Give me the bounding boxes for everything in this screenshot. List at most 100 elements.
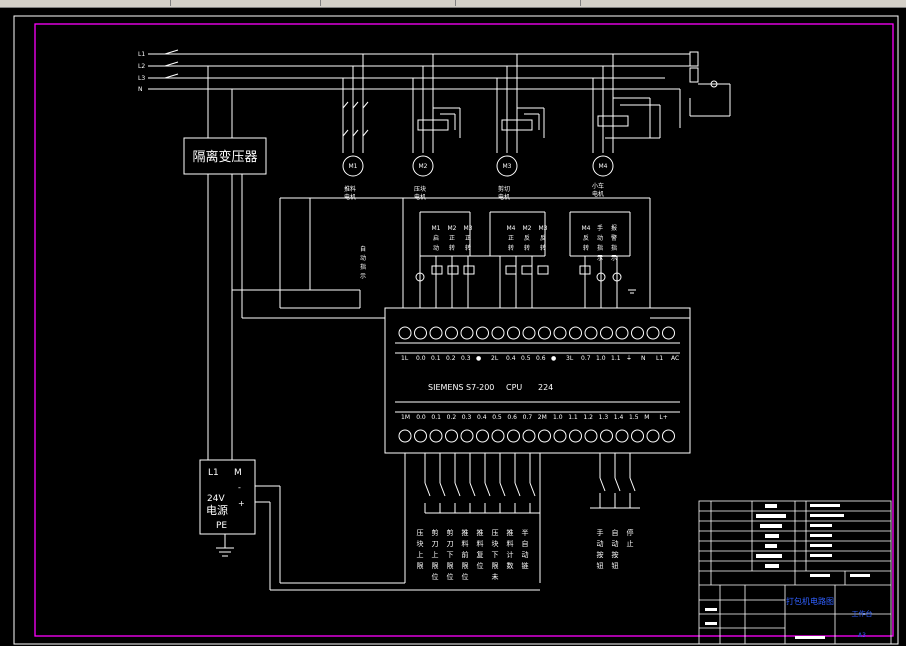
- output-column-char: M2: [523, 225, 532, 232]
- terminal-screw: [615, 429, 629, 443]
- auto-indicator-char: 示: [360, 273, 366, 280]
- input-column-char: 计: [507, 550, 514, 559]
- input-column-char: 限: [432, 561, 439, 570]
- input-column-char: 上: [417, 550, 424, 559]
- input-column-char: 推: [507, 528, 514, 537]
- input-column-char: 压: [492, 529, 499, 537]
- toolbar-segment[interactable]: [455, 0, 581, 6]
- toolbar-segment[interactable]: [170, 0, 321, 6]
- plc-output-terminal-label: 1L: [401, 355, 409, 362]
- output-column-char: 动: [433, 245, 439, 252]
- input-column-char: 料: [477, 539, 484, 548]
- input-column-char: 半: [522, 528, 529, 537]
- toolbar-segment[interactable]: [0, 0, 171, 6]
- terminal-screw: [631, 326, 644, 340]
- input-column-char: 压: [417, 529, 424, 537]
- input-column-char: 按: [597, 550, 604, 559]
- title-block-sheet: A3: [858, 632, 866, 639]
- output-column-char: 正: [465, 235, 471, 242]
- input-column-char: 刀: [447, 540, 454, 548]
- auto-indicator-char: 指: [360, 263, 366, 271]
- plc-output-terminal-label: 1.1: [611, 355, 621, 362]
- motor-label-m1-line2: 电机: [344, 193, 356, 201]
- terminal-screw: [476, 429, 489, 443]
- output-column-char: M2: [448, 225, 457, 232]
- plc-input-terminal-label: 0.0: [416, 414, 426, 421]
- plc-input-terminal-label: 1.5: [629, 414, 639, 421]
- terminal-screw: [507, 429, 520, 443]
- motor-label-m4-line1: 小车: [592, 182, 604, 190]
- output-column-char: 手: [597, 224, 603, 232]
- title-block-drawing-number: 工作台: [852, 609, 873, 618]
- input-column-char: 自: [612, 528, 619, 537]
- plc-input-terminal-label: 1.0: [553, 414, 563, 421]
- input-column-char: 限: [417, 561, 424, 570]
- terminal-screw: [491, 429, 505, 443]
- terminal-screw: [522, 429, 536, 443]
- terminal-screw: [553, 326, 567, 340]
- plc-input-terminal-label: 0.7: [523, 414, 533, 421]
- output-column-char: 指: [611, 244, 617, 252]
- motor-id-m2: M2: [419, 163, 428, 170]
- input-column-char: 钮: [597, 561, 604, 570]
- input-column-char: 推: [462, 528, 469, 537]
- plc-cpu-label: CPU: [506, 383, 522, 392]
- terminal-screw: [646, 326, 660, 340]
- terminal-screw: [491, 326, 505, 340]
- motor-label-m1-line1: 推料: [344, 185, 356, 193]
- output-column-char: M3: [539, 225, 548, 232]
- plc-output-terminal-label: 3L: [566, 355, 574, 362]
- plc-output-terminal-label: 0.7: [581, 355, 591, 362]
- output-column-char: 正: [449, 235, 455, 242]
- terminal-screw: [522, 326, 536, 340]
- terminal-screw: [398, 429, 412, 443]
- psu-name-label: 电源: [206, 503, 228, 517]
- input-column-char: 前: [462, 550, 469, 559]
- terminal-screw: [662, 326, 675, 340]
- terminal-screw: [445, 429, 458, 443]
- motor-label-m2-line1: 压块: [414, 185, 426, 193]
- toolbar-segment[interactable]: [320, 0, 456, 6]
- input-column-char: 上: [432, 550, 439, 559]
- output-column-char: 转: [524, 244, 530, 252]
- output-column-char: 反: [524, 234, 530, 242]
- plc-cpu-number: 224: [538, 383, 553, 392]
- input-column-char: 刀: [432, 540, 439, 548]
- input-column-char: 料: [507, 539, 514, 548]
- drawing-canvas: L1 L2 L3 N 隔离变压器 M1 推料 电机 M2 压块 电机 M3 剪切…: [13, 15, 899, 645]
- plc-output-terminal-label: 0.4: [506, 355, 516, 362]
- input-column-char: 剪: [447, 528, 454, 537]
- plc-input-terminal-label: 1M: [401, 414, 410, 421]
- input-column-char: 下: [447, 551, 454, 559]
- input-column-char: 位: [477, 561, 484, 570]
- terminal-screw: [600, 429, 613, 443]
- transformer-label: 隔离变压器: [192, 149, 257, 165]
- motor-id-m4: M4: [599, 163, 608, 170]
- wiring: [148, 49, 731, 591]
- input-column-char: 止: [627, 539, 634, 548]
- motor-label-m3-line1: 剪切: [498, 185, 510, 193]
- plc-input-terminal-label: 0.4: [477, 414, 487, 421]
- input-column-char: 限: [462, 561, 469, 570]
- input-column-char: 复: [477, 550, 484, 559]
- terminal-screw: [615, 326, 629, 340]
- output-column-char: 报: [611, 224, 617, 232]
- plc-model-label: SIEMENS S7-200: [428, 383, 494, 392]
- terminal-screw: [662, 429, 675, 443]
- terminal-screw: [507, 326, 520, 340]
- plc-input-terminal-label: 0.6: [507, 414, 517, 421]
- sheet-border: [13, 15, 899, 645]
- terminal-screw: [600, 326, 613, 340]
- motor-label-m3-line2: 电机: [498, 193, 510, 201]
- plc-output-terminal-screws: [398, 326, 675, 340]
- terminal-screw: [460, 429, 474, 443]
- plc-output-terminal-label: ⏚: [626, 355, 632, 362]
- plc-output-terminal-label: ●: [551, 355, 556, 362]
- input-column-char: 位: [447, 572, 454, 581]
- input-column-char: 位: [462, 572, 469, 581]
- terminal-screw: [538, 429, 551, 443]
- plc-input-terminal-screws: [398, 429, 675, 443]
